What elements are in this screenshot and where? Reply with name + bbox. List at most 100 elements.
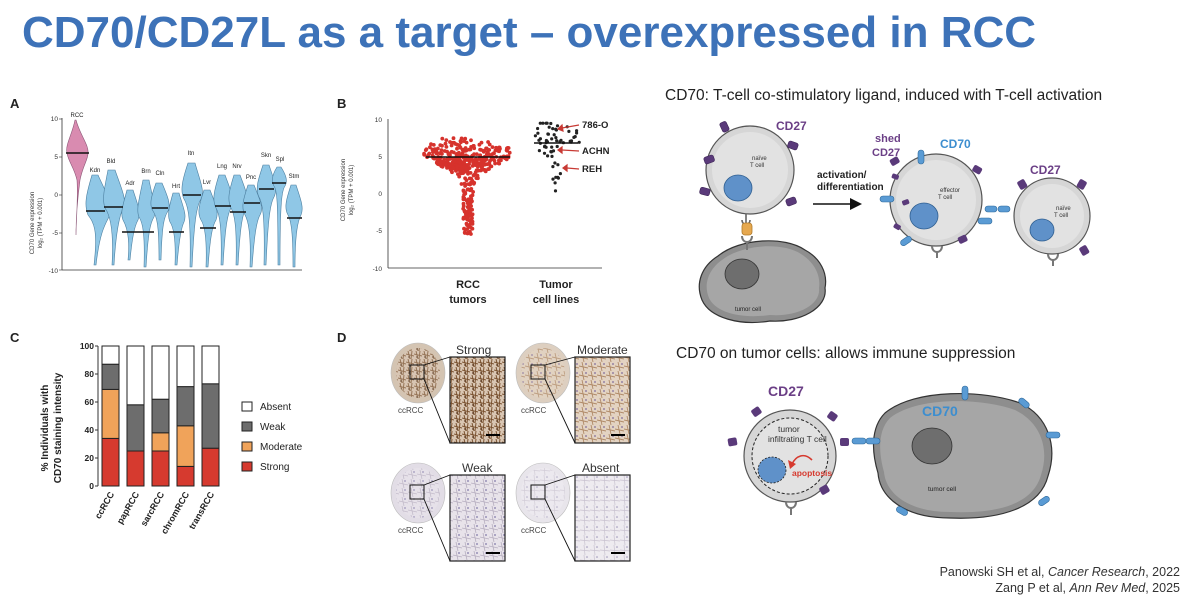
violin-label: Lng — [217, 164, 227, 170]
panel-c-xlabel: papRCC — [115, 490, 142, 526]
rcc-dot — [472, 152, 476, 157]
bar-segment-weak — [151, 398, 170, 434]
rcc-dot — [442, 157, 447, 162]
panel-a-ytick: 5 — [54, 154, 58, 161]
svg-text:naïve: naïve — [1056, 206, 1071, 212]
rcc-dot — [459, 136, 464, 141]
panel-a-ylabel-2: log₂ (TPM + 0.001) — [38, 198, 44, 249]
cell-line-dot — [558, 172, 562, 176]
panel-b-ylabel-1: CD70 Gene expression — [341, 159, 347, 221]
rcc-dot — [464, 178, 469, 183]
rcc-dot — [459, 182, 464, 186]
panel-c-xlabel: ccRCC — [93, 490, 117, 521]
rcc-dot — [486, 140, 490, 144]
cell-line-dot — [551, 149, 556, 153]
rcc-dot — [423, 148, 428, 152]
slide-title: CD70/CD27L as a target – overexpressed i… — [22, 8, 1037, 57]
cell-line-dot — [550, 154, 554, 158]
cell-line-dot — [551, 177, 555, 181]
svg-text:CD27: CD27 — [768, 383, 804, 399]
bar-segment-absent — [176, 345, 195, 388]
rcc-dot — [467, 182, 472, 187]
ihc-label-weak: Weak — [462, 461, 493, 475]
bar-segment-moderate — [101, 388, 120, 439]
rcc-dot — [460, 151, 465, 155]
violin-spl — [272, 166, 287, 266]
rcc-dot — [475, 173, 480, 178]
rcc-dot — [440, 143, 444, 148]
cell-line-dot — [550, 137, 554, 141]
rcc-dot — [494, 145, 498, 150]
cell-line-dot — [536, 131, 540, 135]
cell-line-dot — [538, 121, 542, 125]
violin-label: Bld — [107, 159, 116, 165]
svg-text:activation/: activation/ — [817, 170, 867, 181]
legend-label-strong: Strong — [260, 462, 289, 473]
rcc-dot — [455, 146, 459, 151]
rcc-dot — [479, 168, 484, 172]
cell-line-dot — [542, 151, 547, 155]
legend-swatch-absent — [241, 401, 253, 412]
rcc-dot — [463, 146, 468, 150]
panel-b-ytick: 5 — [378, 154, 382, 161]
rcc-dot — [499, 158, 503, 163]
panel-a-violin-chart: CD70 Gene expression log₂ (TPM + 0.001) … — [30, 113, 303, 275]
rcc-dot — [467, 166, 471, 170]
cell-line-dot — [568, 139, 572, 143]
cell-line-dot — [553, 181, 557, 185]
violin-label: Brn — [141, 169, 150, 175]
rcc-dot — [471, 181, 476, 186]
rcc-dot — [462, 196, 467, 201]
rcc-dot — [445, 159, 450, 164]
panel-c-ytick: 80 — [85, 369, 95, 379]
violin-label: Cln — [155, 171, 164, 177]
rcc-dot — [493, 161, 497, 166]
violin-label: Lvr — [203, 180, 211, 186]
panel-b-ytick: 0 — [378, 191, 382, 198]
rcc-dot — [483, 162, 487, 167]
cell-line-dot — [541, 121, 545, 125]
panel-d-letter: D — [337, 330, 347, 345]
rcc-dot — [469, 138, 473, 143]
rcc-dot — [427, 151, 432, 156]
violin-rcc — [66, 119, 89, 236]
violin-adr — [121, 189, 140, 261]
panel-c-stacked-bar-chart: % Individuals with CD70 staining intensi… — [40, 341, 303, 536]
legend-label-moderate: Moderate — [260, 442, 303, 453]
rcc-dot — [452, 159, 457, 164]
rcc-dot — [482, 148, 487, 153]
bar-segment-absent — [101, 345, 120, 365]
rcc-dot — [468, 219, 473, 223]
rcc-dot — [482, 168, 487, 172]
panel-c-ytick: 60 — [85, 397, 95, 407]
rcc-dot — [490, 145, 495, 149]
ihc-label-moderate: Moderate — [577, 343, 628, 357]
bar-segment-strong — [176, 465, 195, 487]
rcc-dot — [428, 145, 432, 150]
rcc-dot — [462, 192, 466, 197]
svg-text:CD70: CD70 — [922, 403, 958, 419]
violin-lng — [213, 174, 233, 266]
rcc-dot — [469, 187, 474, 191]
rcc-dot — [451, 136, 456, 141]
ihc-label-absent: Absent — [582, 461, 620, 475]
cell-line-dot — [575, 131, 579, 135]
violin-cln — [150, 182, 170, 261]
cell-line-dot — [553, 189, 558, 193]
bar-segment-weak — [126, 404, 145, 452]
rcc-tumor-dots — [422, 136, 512, 236]
rcc-dot — [464, 166, 468, 171]
rcc-dot — [474, 152, 479, 156]
rcc-dot — [477, 142, 482, 147]
cat-lines-2: cell lines — [533, 294, 579, 306]
cd70-label: CD70 — [940, 137, 971, 151]
panel-c-ytick: 40 — [85, 425, 95, 435]
rcc-dot — [497, 147, 502, 152]
ihc-sub: ccRCC — [398, 406, 424, 415]
ihc-label-strong: Strong — [456, 343, 491, 357]
violin-label: Skn — [261, 153, 271, 159]
violin-bld — [103, 169, 125, 266]
cell-line-dot — [554, 175, 558, 179]
rcc-dot — [443, 141, 448, 146]
bar-segment-strong — [151, 450, 170, 487]
